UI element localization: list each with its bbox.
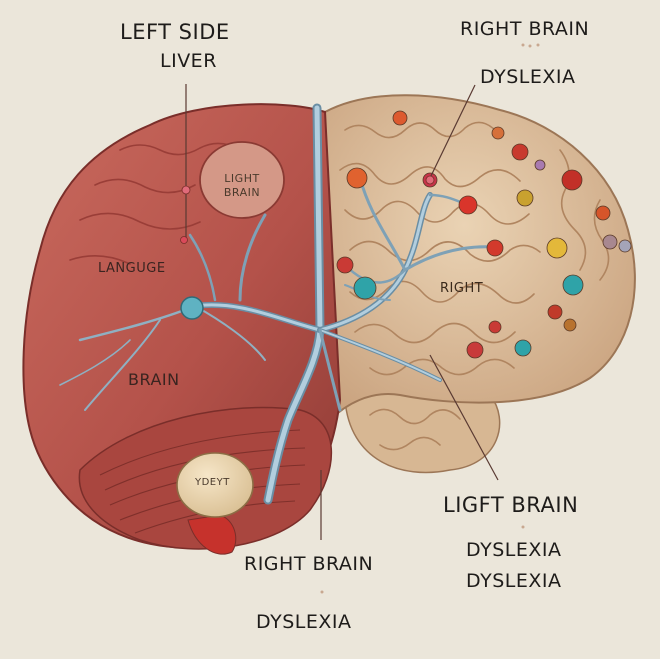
dyslexia-bottom-label: DYSLEXIA (256, 611, 352, 633)
dyslexia-top-label: DYSLEXIA (480, 66, 576, 88)
dyslexia-right-label-1: DYSLEXIA (466, 539, 562, 561)
right-inner-label: RIGHT (440, 281, 484, 296)
left-side-label: LEFT SIDE (120, 20, 230, 44)
light-brain-label: LIGHT BRAIN (223, 172, 261, 199)
language-label: LANGUGE (98, 261, 166, 276)
dyslexia-right-label-2: DYSLEXIA (466, 570, 562, 592)
small-oval-label: YDEYT (195, 477, 230, 488)
liver-label: LIVER (160, 50, 217, 72)
brain-label: BRAIN (128, 370, 180, 389)
label-specks (320, 43, 540, 594)
pointer-dots (180, 175, 435, 244)
right-brain-top-label: RIGHT BRAIN (460, 18, 590, 40)
blood-vessels (59, 103, 497, 505)
small-oval (176, 452, 254, 518)
vessel-node (180, 296, 204, 320)
gallbladder-tab (187, 514, 237, 555)
brain-dots (336, 110, 632, 359)
brain-gyri (339, 121, 610, 451)
light-brain-circle (199, 141, 285, 219)
right-brain-bottom-label: RIGHT BRAIN (244, 553, 374, 575)
pointer-lines (185, 84, 499, 540)
liver-folds (69, 142, 241, 265)
lift-brain-label: LIGFT BRAIN (443, 493, 579, 517)
brain-right-hemisphere (323, 94, 636, 423)
